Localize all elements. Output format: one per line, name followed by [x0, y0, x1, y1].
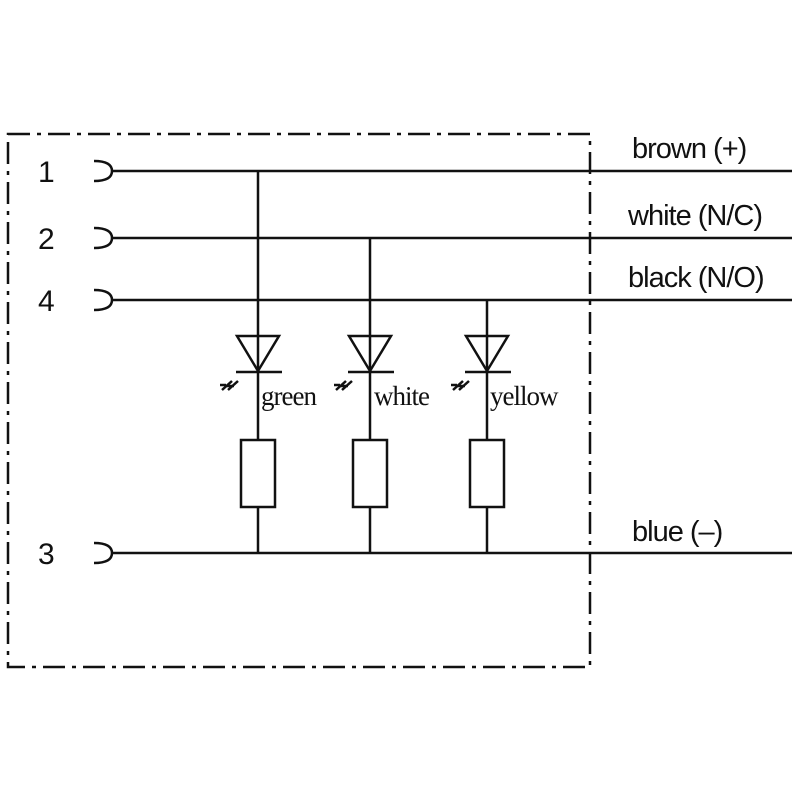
led-label: green — [261, 381, 317, 411]
resistor-icon — [351, 438, 389, 509]
wire-label: white (N/C) — [627, 200, 762, 232]
diode-icon — [234, 334, 282, 374]
led-branch-white: white — [334, 238, 431, 553]
housing-boundary — [6, 132, 592, 669]
socket-icons — [93, 159, 114, 565]
light-emission-icon — [334, 380, 353, 391]
pin-number: 3 — [38, 538, 55, 571]
led-label: white — [374, 381, 430, 411]
pin-number: 1 — [38, 156, 55, 189]
led-branch-yellow: yellow — [451, 300, 560, 553]
pin-number: 4 — [38, 285, 55, 318]
light-emission-icon — [451, 380, 470, 391]
led-label: yellow — [490, 381, 559, 411]
diode-icon — [346, 334, 394, 374]
wire-label: brown (+) — [632, 133, 746, 165]
wires — [112, 169, 792, 555]
diode-icon — [463, 334, 511, 374]
resistor-icon — [239, 438, 277, 509]
pin-number: 2 — [38, 223, 55, 256]
wire-label: blue (–) — [632, 516, 722, 548]
resistor-icon — [468, 438, 506, 509]
wire-label: black (N/O) — [628, 262, 764, 294]
led-branch-green: green — [220, 171, 318, 553]
light-emission-icon — [220, 380, 239, 391]
